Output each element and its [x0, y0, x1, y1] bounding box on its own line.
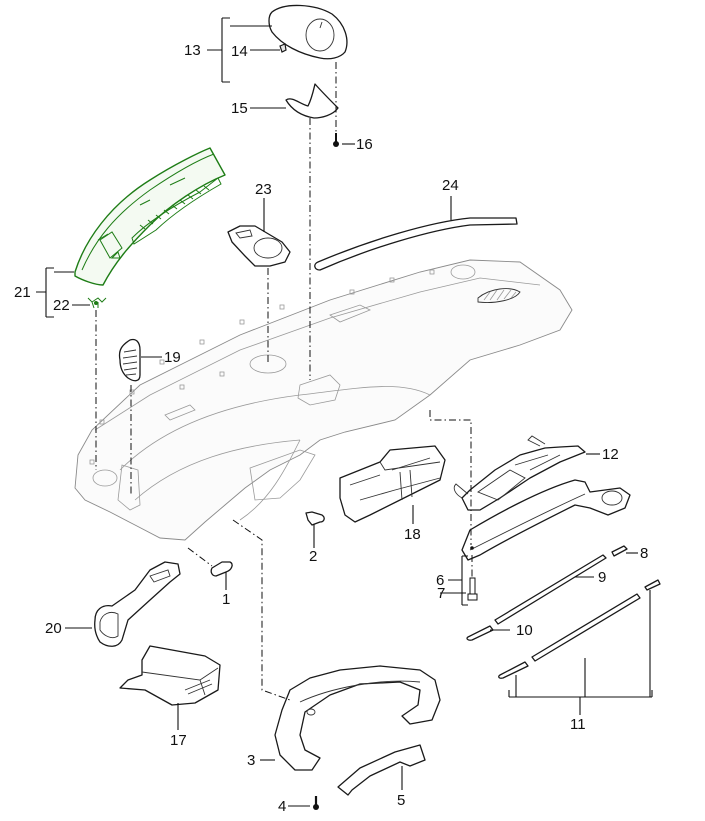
part-17-lower-duct	[119, 645, 221, 706]
callout-1: 1	[222, 591, 231, 608]
callout-12: 12	[602, 446, 619, 463]
callout-6: 6	[436, 572, 445, 589]
callout-8: 8	[640, 545, 649, 562]
part-22-clip	[87, 297, 107, 309]
part-20-side-duct	[94, 561, 181, 647]
callout-19: 19	[164, 349, 181, 366]
callout-11: 11	[570, 716, 586, 733]
callout-18: 18	[404, 526, 421, 543]
callout-21: 21	[14, 284, 31, 301]
callout-15: 15	[231, 100, 248, 117]
callout-24: 24	[442, 177, 459, 194]
callout-7: 7	[437, 585, 446, 602]
part-18-center-vent	[339, 445, 446, 523]
part-11-rod-assembly	[498, 579, 661, 679]
callout-leaders	[36, 17, 653, 807]
callout-22: 22	[53, 297, 70, 314]
part-24-trim-strip	[314, 217, 518, 271]
part-6-support-carrier	[461, 479, 631, 561]
callout-5: 5	[397, 792, 406, 809]
callout-23: 23	[255, 181, 272, 198]
dashboard-carrier	[74, 259, 573, 541]
callout-20: 20	[45, 620, 62, 637]
callout-9: 9	[598, 569, 607, 586]
assembly-guide-lines	[95, 62, 473, 701]
part-16-screw	[333, 133, 339, 147]
part-15-bracket	[285, 83, 339, 119]
part-19-side-vent	[118, 338, 141, 382]
callout-3: 3	[247, 752, 256, 769]
part-13-cluster-housing	[268, 4, 348, 60]
callout-4: 4	[278, 798, 287, 815]
part-4-screw	[313, 796, 319, 810]
part-7-bolt	[467, 577, 478, 601]
part-12-frame-bracket	[453, 435, 586, 511]
callout-13: 13	[184, 42, 201, 59]
callout-14: 14	[231, 43, 248, 60]
part-8-rod-end	[611, 545, 628, 557]
part-14-clip	[279, 43, 287, 53]
part-3-cluster-shroud	[274, 665, 441, 771]
part-23-speaker-cover	[227, 225, 291, 267]
part-1-knob	[210, 561, 233, 577]
callout-2: 2	[309, 548, 318, 565]
part-21-dash-top-trim	[74, 147, 226, 286]
part-5-shroud-bracket	[337, 744, 426, 796]
callout-16: 16	[356, 136, 373, 153]
callout-17: 17	[170, 732, 187, 749]
callout-10: 10	[516, 622, 533, 639]
part-9-rod	[494, 554, 607, 625]
part-10-rod-end	[466, 625, 494, 641]
part-2-knob	[305, 511, 325, 526]
